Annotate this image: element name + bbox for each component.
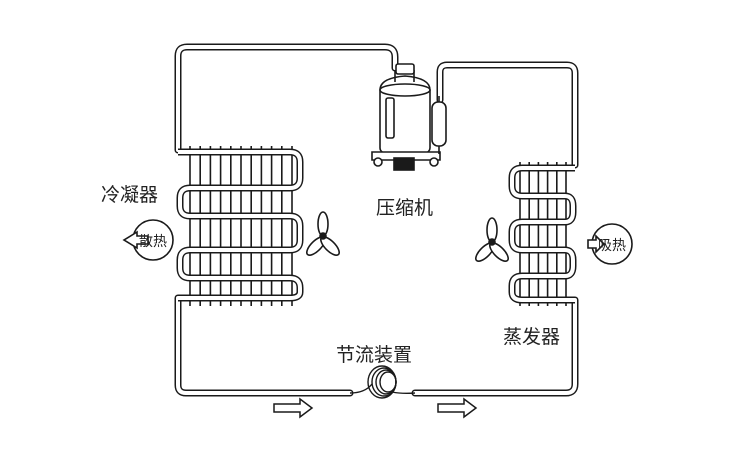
condenser-label: 冷凝器 — [101, 184, 159, 206]
coil-icon — [349, 365, 416, 399]
pipe-condenser-to-compressor — [174, 43, 399, 154]
expansion-device-label: 节流装置 — [336, 344, 413, 366]
compressor-icon — [371, 63, 447, 171]
fan-icon — [306, 211, 340, 256]
arrow-right-icon — [437, 397, 478, 419]
evaporator-coil — [508, 162, 577, 306]
heat-absorb-badge — [587, 223, 633, 265]
heat-release-label: 散热 — [139, 234, 167, 250]
evaporator-label: 蒸发器 — [503, 326, 561, 348]
refrigerant-pipe-loop — [174, 43, 579, 397]
arrow-right-icon — [273, 397, 314, 419]
arrow-left-icon — [122, 230, 149, 250]
pipe-condenser-to-capillary — [174, 294, 354, 397]
heat-release-badge — [122, 219, 174, 261]
compressor-label: 压缩机 — [376, 197, 434, 219]
pipe-compressor-to-evaporator — [436, 61, 579, 169]
condenser-coil — [176, 146, 304, 306]
fan-icon — [475, 217, 509, 262]
heat-absorb-label: 吸热 — [598, 238, 626, 254]
arrow-right-icon — [587, 234, 606, 254]
